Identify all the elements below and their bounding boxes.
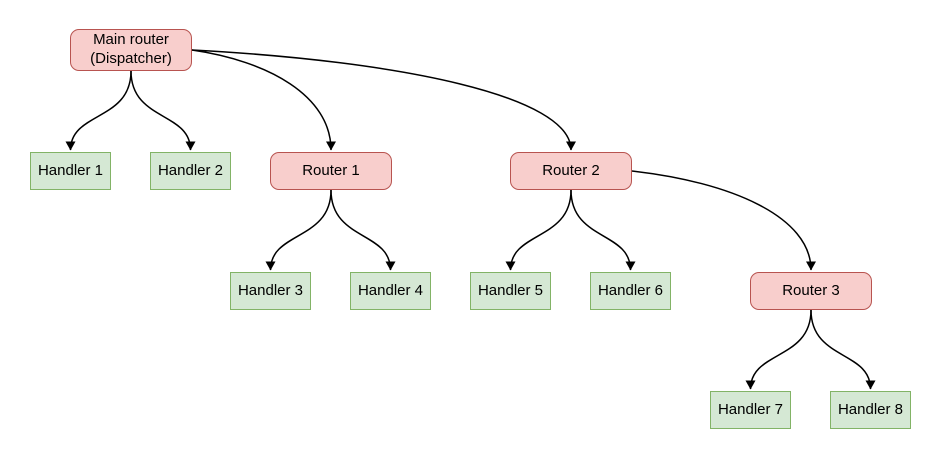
- node-label-handler-3: Handler 3: [237, 281, 304, 299]
- edge-main-router-to-router-2: [191, 49, 576, 151]
- node-label-handler-8: Handler 8: [837, 400, 904, 418]
- node-router-3: Router 3: [750, 272, 872, 310]
- edge-main-router-to-router-1: [191, 49, 336, 151]
- edge-main-router-to-handler-1: [65, 70, 132, 151]
- node-label-handler-7: Handler 7: [717, 400, 784, 418]
- node-label-handler-4: Handler 4: [357, 281, 424, 299]
- edge-router-2-to-handler-6: [570, 189, 636, 271]
- node-router-1: Router 1: [270, 152, 392, 190]
- node-label-main-router: Main router (Dispatcher): [90, 31, 172, 67]
- node-handler-4: Handler 4: [350, 272, 431, 310]
- node-handler-2: Handler 2: [150, 152, 231, 190]
- edge-main-router-to-handler-2: [130, 70, 196, 151]
- node-handler-3: Handler 3: [230, 272, 311, 310]
- node-label-router-1: Router 1: [302, 161, 360, 179]
- node-label-handler-5: Handler 5: [477, 281, 544, 299]
- edge-router-3-to-handler-7: [745, 309, 812, 390]
- node-label-handler-2: Handler 2: [157, 161, 224, 179]
- node-label-handler-1: Handler 1: [37, 161, 104, 179]
- edge-router-2-to-handler-5: [505, 189, 572, 271]
- node-main-router: Main router (Dispatcher): [70, 29, 192, 71]
- node-handler-1: Handler 1: [30, 152, 111, 190]
- node-label-router-3: Router 3: [782, 281, 840, 299]
- edge-router-3-to-handler-8: [810, 309, 876, 390]
- edge-router-2-to-router-3: [631, 170, 816, 271]
- node-handler-7: Handler 7: [710, 391, 791, 429]
- node-label-router-2: Router 2: [542, 161, 600, 179]
- edge-router-1-to-handler-4: [330, 189, 396, 271]
- node-router-2: Router 2: [510, 152, 632, 190]
- edge-router-1-to-handler-3: [265, 189, 332, 271]
- node-handler-8: Handler 8: [830, 391, 911, 429]
- node-handler-6: Handler 6: [590, 272, 671, 310]
- node-handler-5: Handler 5: [470, 272, 551, 310]
- node-label-handler-6: Handler 6: [597, 281, 664, 299]
